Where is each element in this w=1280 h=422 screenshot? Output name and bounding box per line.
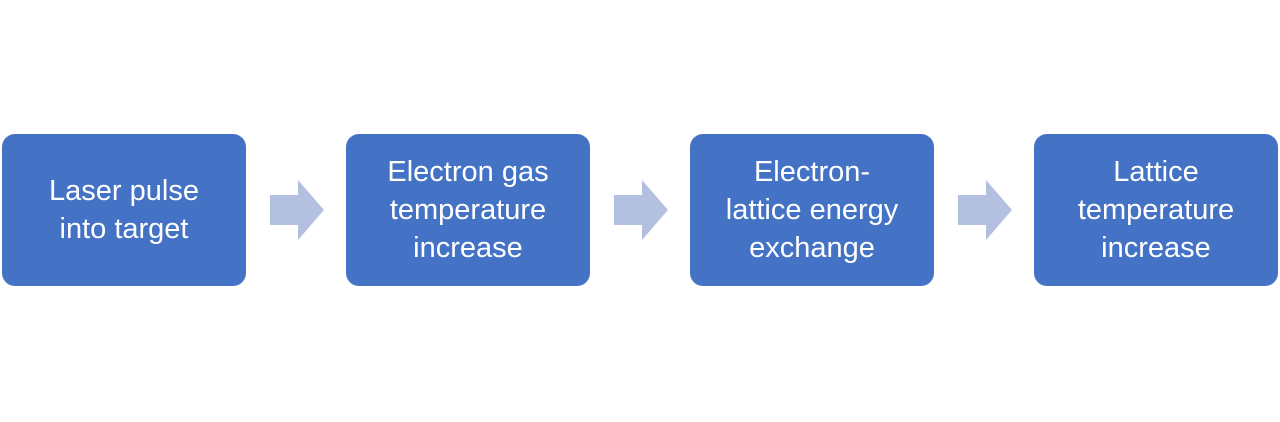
- step-box-laser-pulse: Laser pulse into target: [2, 134, 246, 286]
- step-box-electron-lattice: Electron- lattice energy exchange: [690, 134, 934, 286]
- step-label: Electron- lattice energy exchange: [725, 156, 899, 264]
- step-box-lattice-temperature: Lattice temperature increase: [1034, 134, 1278, 286]
- step-label: Electron gas temperature increase: [387, 156, 549, 264]
- step-label: Laser pulse into target: [49, 175, 199, 245]
- step-box-electron-gas: Electron gas temperature increase: [346, 134, 590, 286]
- right-arrow-icon: [614, 180, 668, 240]
- right-arrow-icon-shape: [270, 180, 324, 240]
- step-label: Lattice temperature increase: [1077, 156, 1235, 264]
- right-arrow-icon-shape: [958, 180, 1012, 240]
- right-arrow-icon: [958, 180, 1012, 240]
- right-arrow-icon: [270, 180, 324, 240]
- right-arrow-icon-shape: [614, 180, 668, 240]
